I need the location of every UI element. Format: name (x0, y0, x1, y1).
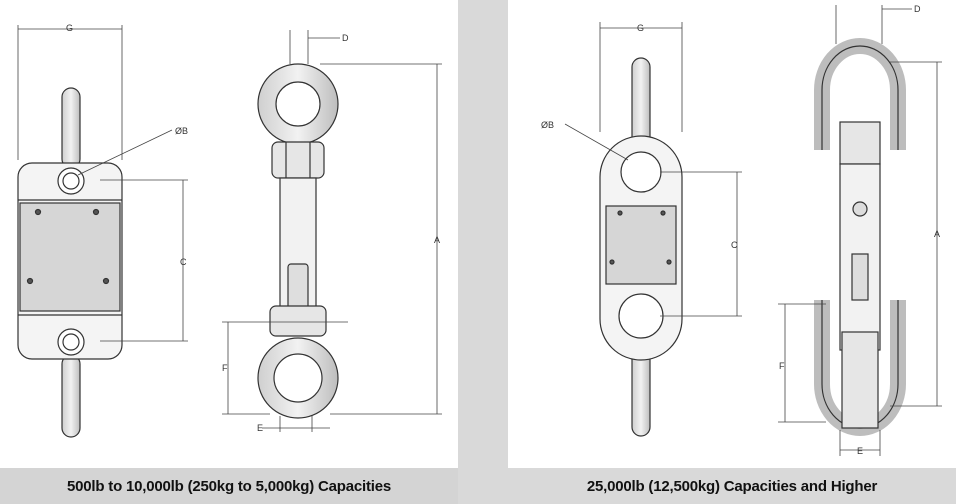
right-dim-b-label: ØB (541, 120, 554, 130)
left-front-view (17, 87, 123, 438)
right-side-dimensions (778, 5, 942, 456)
left-top-rod (61, 87, 81, 169)
left-dim-c-label: C (180, 257, 187, 267)
left-caption: 500lb to 10,000lb (250kg to 5,000kg) Cap… (66, 477, 392, 495)
left-front-dimensions (17, 25, 188, 342)
right-front-dimensions (564, 22, 742, 317)
dimension-drawings: G ØB C (17, 4, 942, 456)
right-side-swivel (851, 253, 869, 301)
right-dim-d-label: D (914, 4, 921, 14)
right-dim-c-label: C (731, 240, 738, 250)
left-dim-e-label: E (257, 423, 263, 433)
left-dim-b-label: ØB (175, 126, 188, 136)
left-dim-g-label: G (66, 23, 73, 33)
left-caption-bar: 500lb to 10,000lb (250kg to 5,000kg) Cap… (0, 468, 458, 504)
right-dim-e-label: E (857, 446, 863, 456)
right-display-plate (605, 205, 677, 285)
right-panel (508, 0, 956, 468)
left-display-plate (19, 202, 121, 312)
left-side-dimensions (222, 30, 442, 432)
right-dim-g-label: G (637, 23, 644, 33)
right-dim-a-label: A (934, 229, 940, 239)
right-bottom-eye (618, 293, 664, 339)
left-dim-a-label: A (434, 235, 440, 245)
right-dim-f-label: F (779, 361, 785, 371)
caption-gap (458, 468, 508, 504)
right-top-eye (620, 151, 662, 193)
right-side-view (814, 38, 906, 436)
left-bottom-rod (61, 354, 81, 438)
right-side-knob (852, 201, 868, 217)
right-caption-bar: 25,000lb (12,500kg) Capacities and Highe… (508, 468, 956, 504)
right-caption: 25,000lb (12,500kg) Capacities and Highe… (586, 477, 878, 495)
left-side-view (257, 63, 339, 419)
right-front-view (599, 57, 683, 437)
panel-divider (458, 0, 508, 504)
left-dim-d-label: D (342, 33, 349, 43)
left-dim-f-label: F (222, 363, 228, 373)
